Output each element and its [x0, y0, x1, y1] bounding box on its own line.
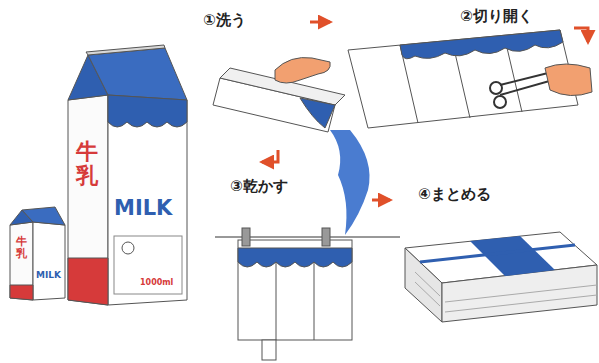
cut-open-illustration [348, 30, 592, 128]
small-carton [10, 207, 65, 300]
step-label: ①洗う [203, 12, 246, 29]
large-carton [68, 45, 187, 305]
carton-text: 1000ml [140, 278, 173, 287]
bundle-illustration [405, 232, 597, 322]
carton-text: 牛乳 [76, 140, 98, 188]
step-label: ③乾かす [230, 178, 288, 195]
wash-illustration [213, 58, 370, 236]
step-label: ②切り開く [460, 8, 533, 25]
carton-text: MILK [114, 196, 172, 220]
step-arrows [262, 22, 588, 200]
carton-text: 牛乳 [16, 236, 27, 260]
carton-text: MILK [36, 270, 61, 280]
step-label: ④まとめる [418, 186, 491, 203]
dry-illustration [215, 228, 400, 360]
